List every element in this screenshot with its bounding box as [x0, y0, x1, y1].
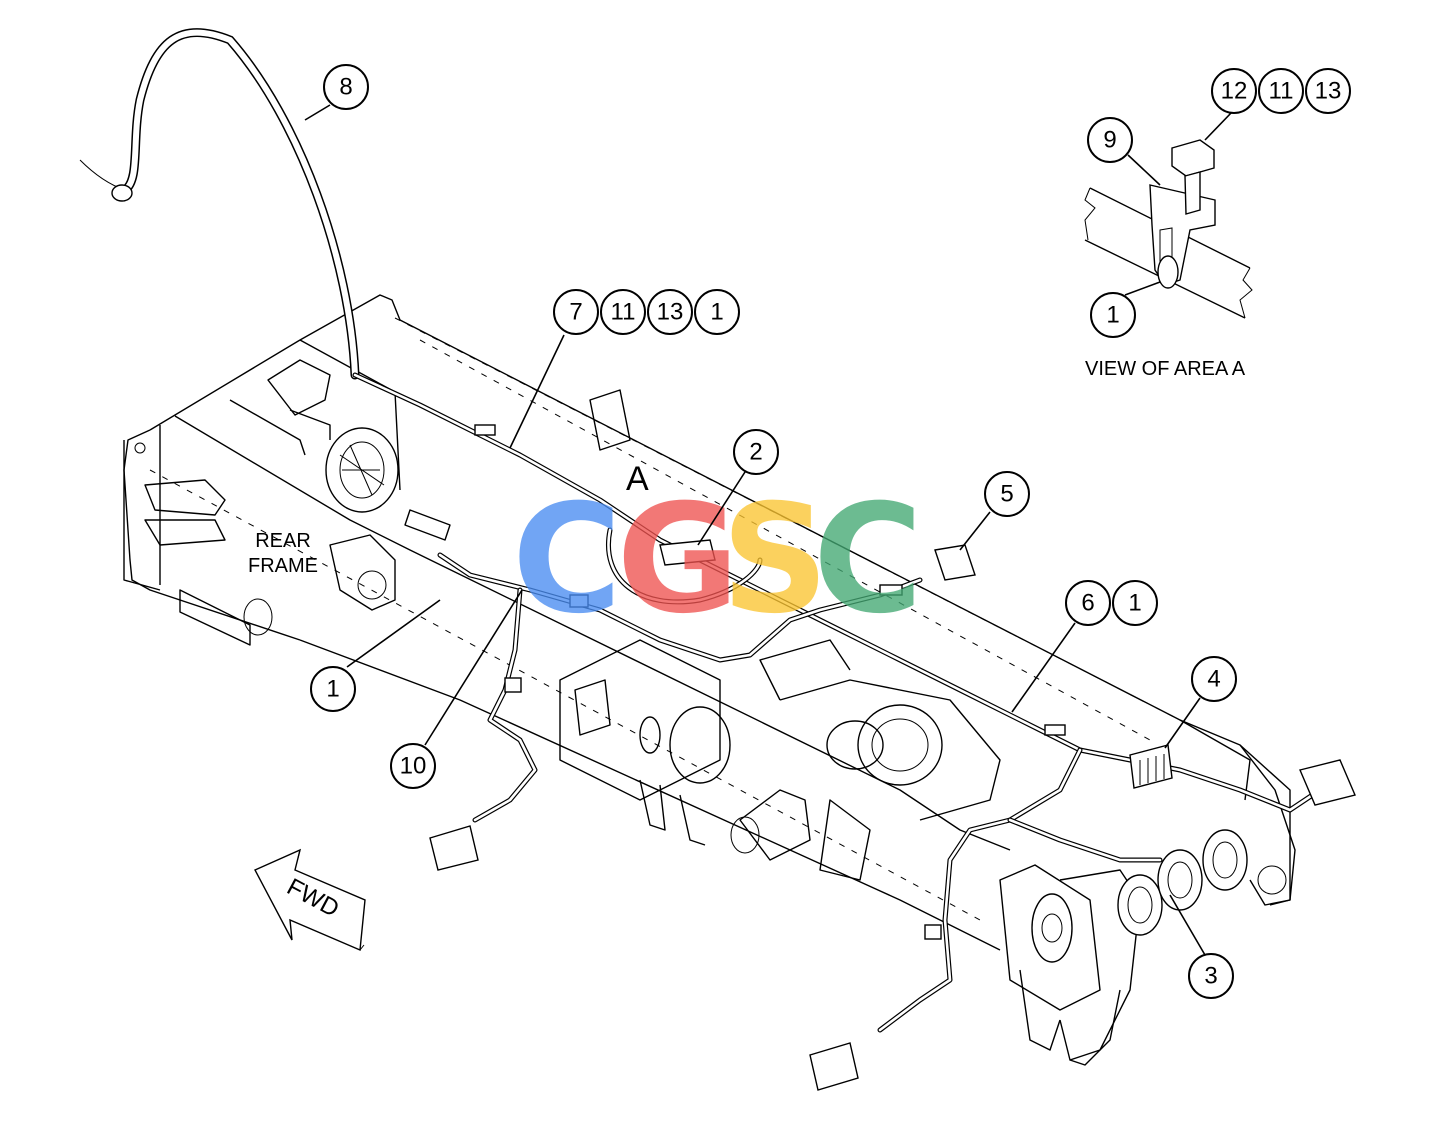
callout-7-11-text: 11 [611, 299, 636, 326]
callout-1-text: 1 [326, 676, 339, 703]
area-a-marker: A [626, 460, 649, 498]
watermark-letter-c2: C [813, 473, 923, 647]
callout-6-group: 6 1 [1065, 580, 1158, 626]
callout-10-text: 10 [400, 753, 427, 780]
callout-view-12-11-13: 12 11 13 [1211, 68, 1351, 114]
hose-8 [79, 28, 360, 380]
callout-7-text: 7 [569, 299, 582, 326]
rear-frame-label-line1: REAR [255, 530, 311, 552]
callout-3: 3 [1188, 953, 1234, 999]
callout-view-12-text: 12 [1221, 78, 1248, 105]
watermark-letter-s: S [721, 473, 829, 647]
callout-4-text: 4 [1207, 666, 1220, 693]
callout-view-13-text: 13 [1315, 78, 1342, 105]
main-harness [352, 372, 1323, 1033]
callout-4: 4 [1191, 656, 1237, 702]
callout-5: 5 [984, 471, 1030, 517]
fwd-arrow: FWD [254, 848, 366, 952]
callout-10: 10 [390, 743, 436, 789]
callout-2-text: 2 [749, 439, 762, 466]
callout-view-9-text: 9 [1103, 127, 1116, 154]
callout-8: 8 [323, 64, 369, 110]
view-of-area-a: VIEW OF AREA A [1084, 111, 1253, 380]
callout-view-1-text: 1 [1106, 302, 1119, 329]
callout-7-13-text: 13 [657, 299, 684, 326]
callout-1: 1 [310, 666, 356, 712]
callout-6-1-text: 1 [1128, 590, 1141, 617]
callout-view-11-text: 11 [1269, 78, 1294, 105]
leader-lines [304, 104, 1206, 956]
watermark-letter-c1: C [512, 473, 622, 647]
callout-view-9: 9 [1087, 117, 1133, 163]
view-of-area-a-title: VIEW OF AREA A [1085, 358, 1246, 380]
callout-7-group: 7 11 13 1 [553, 289, 740, 335]
rear-frame-drawing [123, 294, 1296, 1066]
watermark: C G S C [512, 473, 923, 647]
callout-5-text: 5 [1000, 481, 1013, 508]
callout-7-1-text: 1 [710, 299, 723, 326]
callout-2: 2 [733, 429, 779, 475]
callout-view-1: 1 [1090, 292, 1136, 338]
rear-frame-label-line2: FRAME [248, 555, 318, 577]
callout-3-text: 3 [1204, 963, 1217, 990]
callout-8-text: 8 [339, 74, 352, 101]
callout-6-text: 6 [1081, 590, 1094, 617]
watermark-letter-g: G [616, 473, 739, 647]
connectors [429, 424, 1356, 1091]
